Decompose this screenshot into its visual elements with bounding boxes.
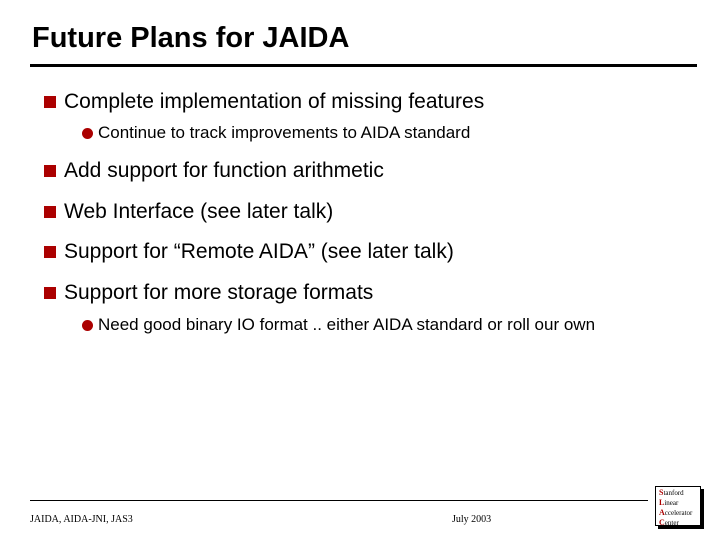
bullet-item: Web Interface (see later talk) (44, 200, 333, 224)
bullet-item: Support for more storage formats (44, 281, 373, 305)
bullet-item: Complete implementation of missing featu… (44, 90, 484, 114)
logo-line: Center (659, 518, 679, 526)
square-bullet-icon (44, 165, 56, 177)
square-bullet-icon (44, 246, 56, 258)
footer-divider (30, 500, 648, 501)
square-bullet-icon (44, 206, 56, 218)
square-bullet-icon (44, 287, 56, 299)
footer-title: JAIDA, AIDA-JNI, JAS3 (30, 514, 133, 525)
title-divider (30, 64, 697, 67)
square-bullet-icon (44, 96, 56, 108)
bullet-item: Add support for function arithmetic (44, 159, 384, 183)
logo-line: Accelerator (659, 508, 693, 517)
bullet-text: Add support for function arithmetic (64, 159, 384, 182)
logo-line: Stanford (659, 488, 684, 497)
sub-bullet-text: Need good binary IO format .. either AID… (98, 315, 596, 334)
sub-bullet-item: Continue to track improvements to AIDA s… (82, 123, 470, 143)
footer-date: July 2003 (452, 514, 492, 525)
slide-title: Future Plans for JAIDA (32, 22, 350, 54)
bullet-text: Support for more storage formats (64, 281, 374, 304)
bullet-text: Support for “Remote AIDA” (see later tal… (64, 240, 454, 263)
circle-bullet-icon (82, 127, 93, 139)
bullet-text: Web Interface (see later talk) (64, 200, 334, 223)
circle-bullet-icon (82, 319, 93, 331)
sub-bullet-text: Continue to track improvements to AIDA s… (98, 123, 471, 142)
sub-bullet-item: Need good binary IO format .. either AID… (82, 315, 595, 335)
bullet-text: Complete implementation of missing featu… (64, 90, 485, 113)
slac-logo: Stanford Linear Accelerator Center (655, 486, 701, 526)
logo-line: Linear (659, 498, 679, 507)
bullet-item: Support for “Remote AIDA” (see later tal… (44, 240, 454, 264)
